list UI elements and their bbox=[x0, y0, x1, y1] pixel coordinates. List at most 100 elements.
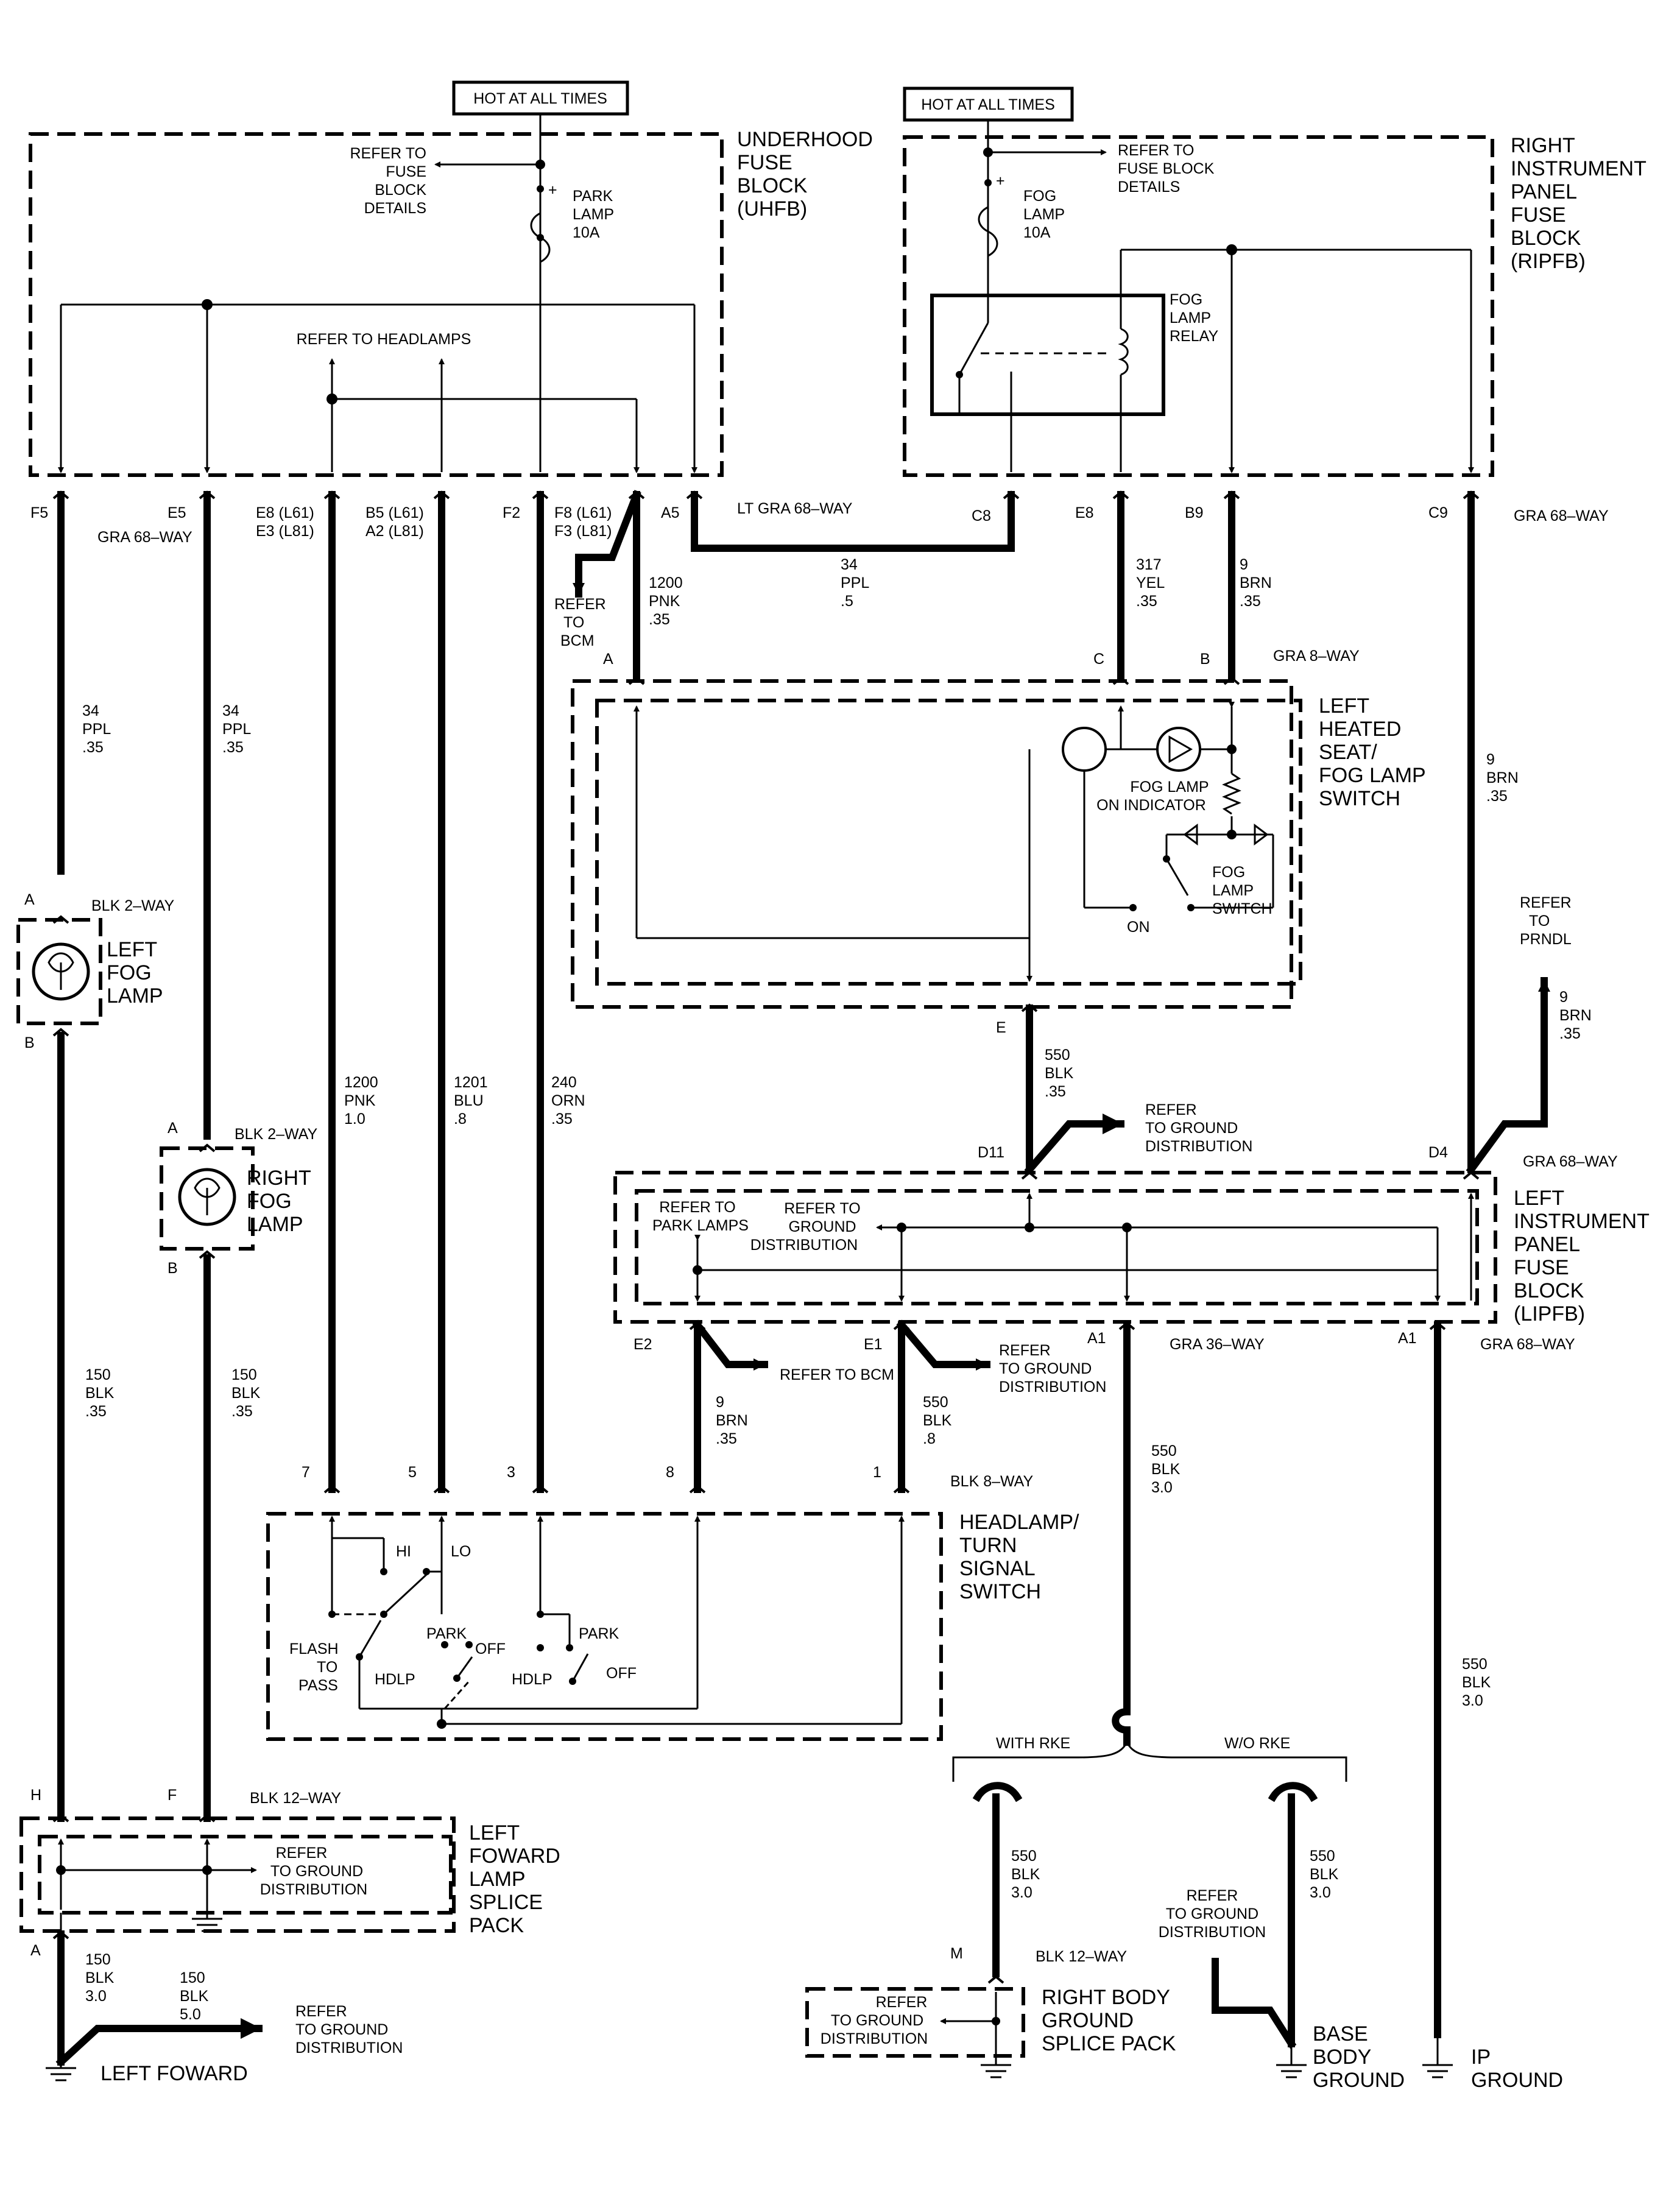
svg-text:A5: A5 bbox=[661, 504, 680, 521]
svg-text:LAMP: LAMP bbox=[1170, 309, 1211, 327]
svg-text:BLK: BLK bbox=[1151, 1461, 1181, 1478]
svg-text:.8: .8 bbox=[923, 1430, 936, 1447]
svg-text:REFER: REFER bbox=[999, 1342, 1051, 1359]
svg-text:FOG: FOG bbox=[107, 961, 152, 984]
svg-text:FUSE: FUSE bbox=[1514, 1256, 1569, 1279]
svg-text:1.0: 1.0 bbox=[344, 1110, 365, 1128]
connector-chevron bbox=[1021, 1171, 1038, 1180]
svg-text:3.0: 3.0 bbox=[1462, 1692, 1483, 1709]
connector-chevron bbox=[1021, 1003, 1038, 1012]
svg-text:TO GROUND: TO GROUND bbox=[295, 2021, 388, 2038]
svg-text:REFER TO: REFER TO bbox=[350, 145, 427, 162]
fog-lamp-switch-block: LEFT HEATED SEAT/ FOG LAMP SWITCH FOG LA… bbox=[571, 648, 1426, 1036]
svg-text:34: 34 bbox=[841, 556, 858, 573]
svg-text:PPL: PPL bbox=[222, 721, 251, 738]
mid-wire-labels: 1200 PNK 1.0 1201 BLU .8 240 ORN .35 150… bbox=[85, 1074, 585, 1420]
svg-text:GROUND: GROUND bbox=[788, 1218, 856, 1235]
svg-text:FOWARD: FOWARD bbox=[469, 1845, 560, 1868]
connector-chevron bbox=[1463, 1171, 1480, 1180]
wires-below-lipfb: E2 E1 A1 GRA 36–WAY A1 GRA 68–WAY REFER … bbox=[634, 1319, 1575, 2038]
svg-text:.35: .35 bbox=[716, 1430, 737, 1447]
svg-text:317: 317 bbox=[1136, 556, 1162, 573]
svg-text:3.0: 3.0 bbox=[1011, 1884, 1032, 1901]
connector-chevron bbox=[1223, 676, 1240, 685]
connector-chevron bbox=[689, 1485, 706, 1494]
svg-text:BLOCK: BLOCK bbox=[1514, 1279, 1584, 1302]
svg-text:HOT AT ALL TIMES: HOT AT ALL TIMES bbox=[473, 90, 607, 107]
svg-text:PARK: PARK bbox=[573, 188, 613, 205]
svg-text:FOG: FOG bbox=[1212, 864, 1245, 881]
svg-text:FLASH: FLASH bbox=[289, 1640, 339, 1658]
svg-text:34: 34 bbox=[222, 702, 239, 719]
svg-text:F: F bbox=[168, 1787, 177, 1804]
svg-text:9: 9 bbox=[1559, 989, 1568, 1006]
svg-text:240: 240 bbox=[551, 1074, 577, 1091]
svg-text:PANEL: PANEL bbox=[1511, 180, 1577, 203]
svg-text:10A: 10A bbox=[1023, 224, 1051, 241]
connector-chevron bbox=[1463, 490, 1480, 500]
svg-text:REFER: REFER bbox=[276, 1845, 328, 1862]
svg-text:LAMP: LAMP bbox=[573, 206, 614, 223]
svg-text:A: A bbox=[168, 1120, 178, 1137]
svg-text:1201: 1201 bbox=[454, 1074, 488, 1091]
svg-text:PPL: PPL bbox=[82, 721, 111, 738]
svg-text:F8 (L61): F8 (L61) bbox=[554, 504, 612, 521]
svg-text:BRN: BRN bbox=[1486, 769, 1519, 786]
svg-text:1200: 1200 bbox=[344, 1074, 378, 1091]
svg-text:FOG LAMP: FOG LAMP bbox=[1130, 778, 1209, 796]
svg-text:DETAILS: DETAILS bbox=[364, 200, 426, 217]
svg-text:.35: .35 bbox=[82, 739, 104, 756]
svg-text:B9: B9 bbox=[1185, 504, 1204, 521]
svg-text:B: B bbox=[1200, 651, 1210, 668]
svg-text:E8: E8 bbox=[1075, 504, 1094, 521]
svg-text:RIGHT: RIGHT bbox=[247, 1167, 311, 1190]
rke-split: WITH RKE W/O RKE 550 BLK 3.0 550 BLK 3.0… bbox=[950, 1707, 1347, 2049]
svg-text:C8: C8 bbox=[972, 507, 991, 524]
svg-text:YEL: YEL bbox=[1136, 574, 1165, 591]
svg-text:+: + bbox=[548, 182, 557, 199]
svg-text:PARK LAMPS: PARK LAMPS bbox=[652, 1217, 749, 1234]
svg-text:9: 9 bbox=[1240, 556, 1248, 573]
svg-text:SWITCH: SWITCH bbox=[1319, 787, 1400, 810]
svg-text:BLK: BLK bbox=[231, 1385, 261, 1402]
svg-text:A: A bbox=[30, 1942, 41, 1959]
svg-text:TO: TO bbox=[563, 614, 584, 631]
svg-text:D4: D4 bbox=[1428, 1144, 1448, 1161]
svg-text:150: 150 bbox=[85, 1951, 111, 1968]
svg-text:WITH RKE: WITH RKE bbox=[996, 1735, 1070, 1752]
svg-text:150: 150 bbox=[180, 1969, 205, 1986]
svg-text:FOG LAMP: FOG LAMP bbox=[1319, 764, 1426, 787]
svg-text:.35: .35 bbox=[222, 739, 244, 756]
svg-text:E: E bbox=[996, 1019, 1006, 1036]
hot-label-right: HOT AT ALL TIMES bbox=[903, 86, 1074, 122]
svg-text:HDLP: HDLP bbox=[375, 1671, 415, 1688]
svg-text:PRNDL: PRNDL bbox=[1520, 931, 1572, 948]
svg-text:REFER TO: REFER TO bbox=[784, 1200, 861, 1217]
headlamp-switch-block: HEADLAMP/ TURN SIGNAL SWITCH 7 5 3 8 1 B… bbox=[266, 1464, 1079, 1741]
connector-chevron bbox=[1223, 490, 1240, 500]
svg-text:550: 550 bbox=[1011, 1848, 1037, 1865]
svg-text:.8: .8 bbox=[454, 1110, 467, 1128]
connector-chevron bbox=[199, 1250, 216, 1259]
svg-text:.35: .35 bbox=[1486, 788, 1508, 805]
wire-550-e: 550 BLK .35 REFER TO GROUND DISTRIBUTION… bbox=[978, 1004, 1618, 1175]
connector-chevron bbox=[199, 1143, 216, 1153]
svg-text:A2 (L81): A2 (L81) bbox=[365, 523, 424, 540]
svg-text:DISTRIBUTION: DISTRIBUTION bbox=[1159, 1924, 1266, 1941]
svg-text:.35: .35 bbox=[551, 1110, 573, 1128]
svg-text:A1: A1 bbox=[1398, 1330, 1417, 1347]
svg-text:RIGHT BODY: RIGHT BODY bbox=[1042, 1986, 1170, 2009]
svg-text:1200: 1200 bbox=[649, 574, 683, 591]
svg-text:PASS: PASS bbox=[298, 1677, 338, 1694]
svg-text:REFER: REFER bbox=[554, 596, 606, 613]
svg-text:TO GROUND: TO GROUND bbox=[1166, 1905, 1258, 1922]
svg-text:3.0: 3.0 bbox=[85, 1988, 107, 2005]
svg-text:GROUND: GROUND bbox=[1042, 2009, 1134, 2032]
svg-text:1: 1 bbox=[873, 1464, 881, 1481]
svg-text:LO: LO bbox=[451, 1543, 471, 1560]
svg-text:SIGNAL: SIGNAL bbox=[959, 1557, 1036, 1580]
svg-text:BLK 2–WAY: BLK 2–WAY bbox=[91, 897, 174, 914]
svg-text:TO GROUND: TO GROUND bbox=[1145, 1120, 1238, 1137]
connector-chevron bbox=[323, 490, 341, 500]
wires-top bbox=[57, 490, 1550, 1493]
